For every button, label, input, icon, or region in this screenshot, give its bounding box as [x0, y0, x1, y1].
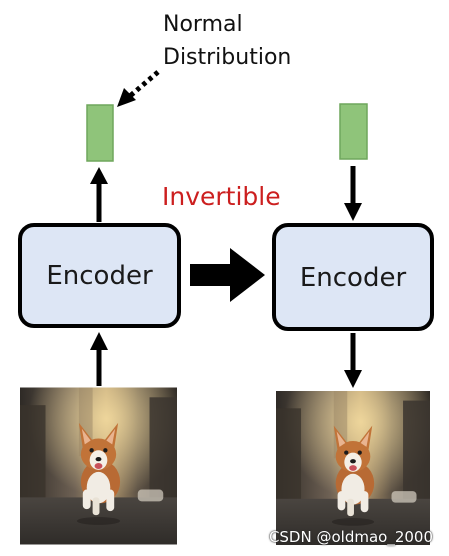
arrow-latent-to-encoder-head	[344, 203, 362, 221]
encoder-box-right	[272, 223, 434, 331]
latent-vector-right	[339, 103, 368, 160]
normal-distribution-label: Normal Distribution	[163, 8, 291, 74]
sampling-dashed-arrow	[128, 70, 160, 98]
dog-photo-right	[276, 391, 430, 545]
dog-photo-left	[20, 387, 177, 545]
arrow-image-to-encoder-head	[90, 332, 108, 350]
encoder-label-left: Encoder	[46, 261, 153, 291]
normal-distribution-line1: Normal	[163, 12, 243, 37]
encoder-box-left	[18, 223, 181, 328]
watermark-text: CSDN @oldmao_2000	[268, 528, 433, 546]
arrow-encoder-to-latent-head	[90, 167, 108, 184]
sampling-arrowhead	[117, 88, 136, 107]
encoder-label-right: Encoder	[300, 263, 407, 293]
big-arrow-head	[230, 248, 265, 302]
normal-distribution-line2: Distribution	[163, 45, 292, 70]
latent-vector-left	[86, 104, 114, 162]
big-arrow-shaft	[190, 264, 232, 286]
arrow-encoder-to-image-head	[344, 370, 362, 388]
invertible-label: Invertible	[162, 182, 281, 211]
